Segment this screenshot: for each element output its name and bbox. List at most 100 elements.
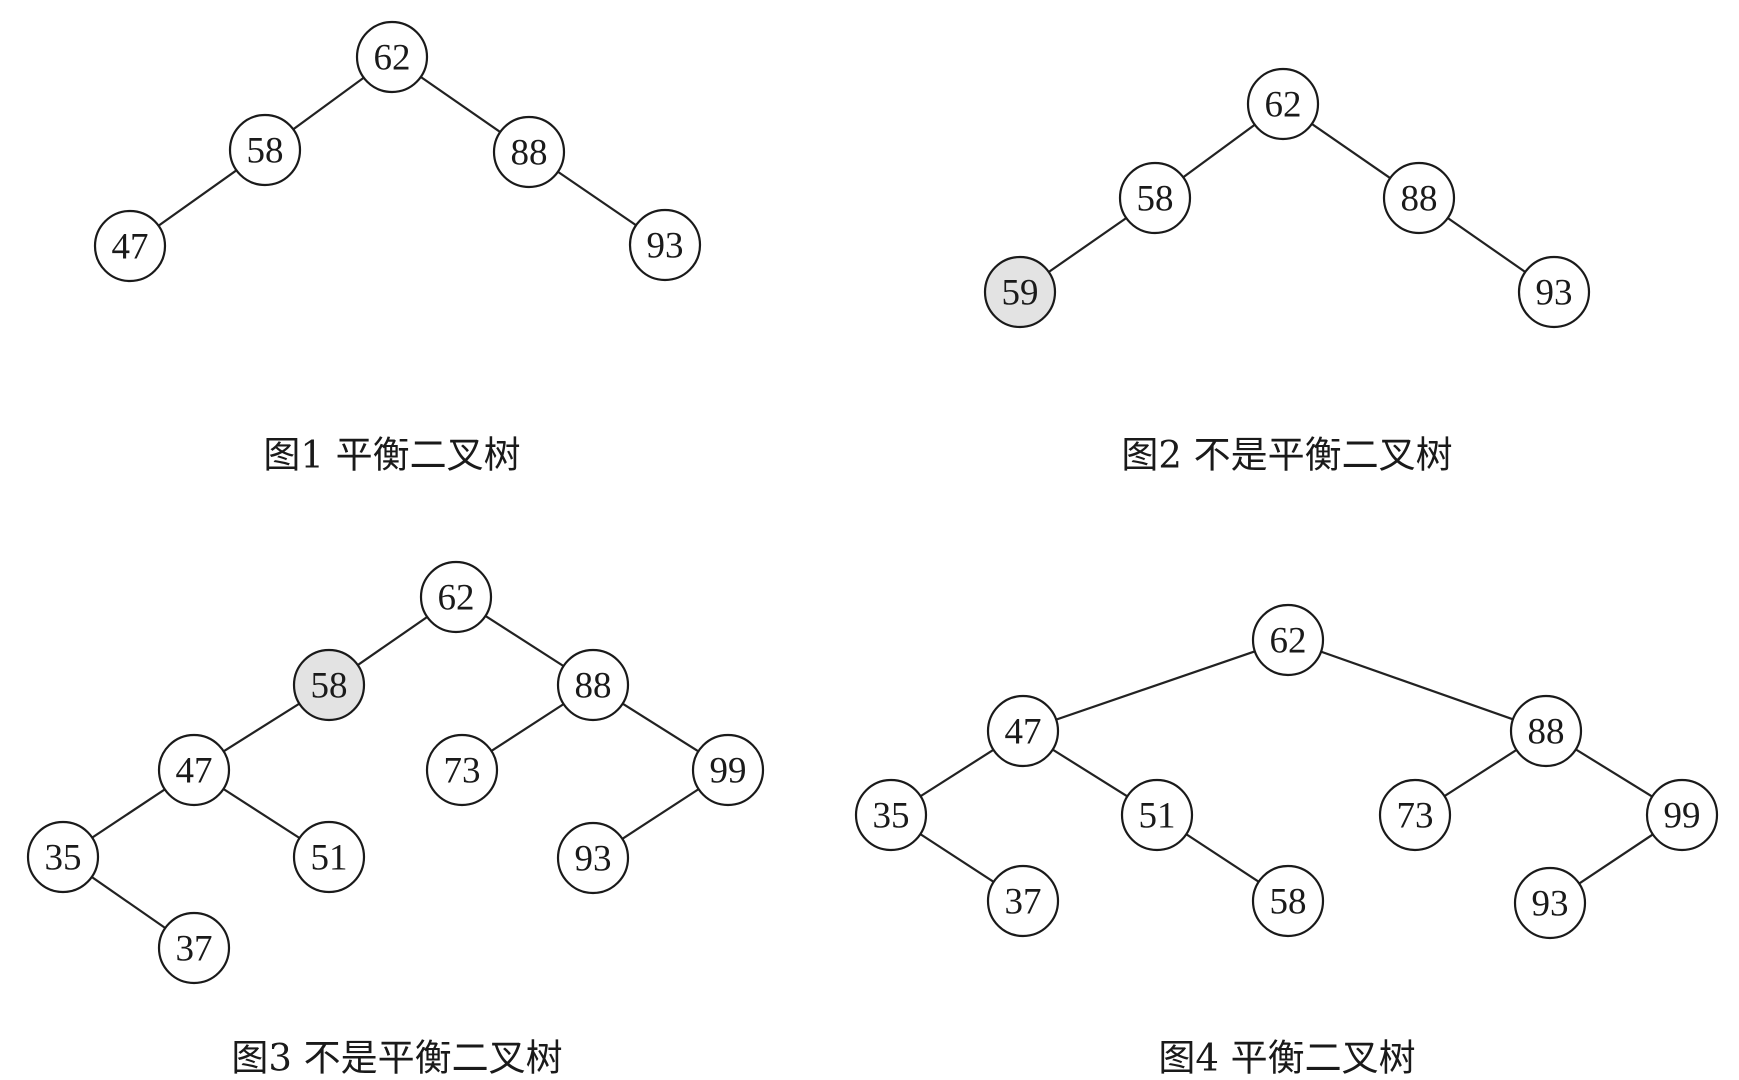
figure-caption: 图2 不是平衡二叉树 [1121, 434, 1452, 477]
node-circle [425, 733, 499, 807]
node-label: 73 [1397, 796, 1434, 837]
tree-node: 51 [292, 820, 366, 894]
tree-node: 47 [93, 209, 167, 283]
tree-node: 62 [1251, 603, 1325, 677]
tree-edge [1022, 638, 1289, 733]
tree-node: 93 [556, 821, 630, 895]
node-label: 99 [1664, 796, 1701, 837]
tree-node: 88 [1509, 694, 1583, 768]
node-circle [1517, 255, 1591, 329]
tree-node: 62 [419, 560, 493, 634]
tree-node: 35 [26, 820, 100, 894]
node-label: 51 [1139, 796, 1176, 837]
node-label: 47 [112, 227, 149, 268]
tree-node: 73 [425, 733, 499, 807]
node-label: 88 [1528, 712, 1565, 753]
node-circle [1118, 161, 1192, 235]
tree-node: 51 [1120, 778, 1194, 852]
tree-node: 58 [1251, 864, 1325, 938]
tree-node: 59 [983, 255, 1057, 329]
tree-node: 73 [1378, 778, 1452, 852]
node-label: 58 [311, 666, 348, 707]
node-label: 35 [45, 838, 82, 879]
node-label: 35 [873, 796, 910, 837]
highlighted-node-circle [983, 255, 1057, 329]
node-label: 88 [1401, 179, 1438, 220]
tree-node: 88 [556, 648, 630, 722]
node-circle [1251, 603, 1325, 677]
tree-node: 99 [691, 733, 765, 807]
figure-2: 62 58 88 59 93 图2 不是平衡二叉树 [983, 67, 1591, 477]
node-label: 51 [311, 838, 348, 879]
node-label: 93 [575, 839, 612, 880]
tree-node: 88 [1382, 161, 1456, 235]
node-circle [419, 560, 493, 634]
figure-caption: 图4 平衡二叉树 [1158, 1037, 1415, 1080]
node-circle [854, 778, 928, 852]
tree-node: 88 [492, 115, 566, 189]
node-label: 62 [438, 578, 475, 619]
node-label: 93 [1536, 273, 1573, 314]
node-circle [556, 821, 630, 895]
node-label: 62 [1270, 621, 1307, 662]
tree-edge [1287, 638, 1547, 733]
tree-node: 93 [1513, 866, 1587, 940]
node-label: 58 [247, 131, 284, 172]
node-label: 58 [1270, 882, 1307, 923]
node-circle [1382, 161, 1456, 235]
tree-node: 62 [1246, 67, 1320, 141]
tree-node: 58 [292, 648, 366, 722]
node-label: 88 [575, 666, 612, 707]
node-circle [691, 733, 765, 807]
node-label: 62 [1265, 85, 1302, 126]
node-circle [157, 911, 231, 985]
node-label: 88 [511, 133, 548, 174]
node-circle [986, 864, 1060, 938]
figure-4: 62 47 88 35 51 73 99 37 58 93 图4 平衡二叉树 [854, 603, 1719, 1080]
node-circle [26, 820, 100, 894]
node-circle [292, 820, 366, 894]
figure-3: 62 58 88 47 73 99 35 51 93 37 图3 不是平衡二叉树 [26, 560, 765, 1080]
tree-node: 58 [1118, 161, 1192, 235]
tree-node: 47 [157, 733, 231, 807]
node-circle [986, 694, 1060, 768]
node-label: 37 [1005, 882, 1042, 923]
node-label: 73 [444, 751, 481, 792]
node-circle [1645, 778, 1719, 852]
tree-node: 99 [1645, 778, 1719, 852]
node-label: 58 [1137, 179, 1174, 220]
node-label: 37 [176, 929, 213, 970]
highlighted-node-circle [292, 648, 366, 722]
tree-node: 35 [854, 778, 928, 852]
node-label: 93 [647, 226, 684, 267]
figure-1: 62 58 88 47 93 图1 平衡二叉树 [93, 20, 702, 477]
tree-node: 37 [986, 864, 1060, 938]
node-circle [1513, 866, 1587, 940]
node-circle [93, 209, 167, 283]
node-circle [492, 115, 566, 189]
tree-node: 37 [157, 911, 231, 985]
tree-node: 62 [355, 20, 429, 94]
node-label: 62 [374, 38, 411, 79]
node-label: 59 [1002, 273, 1039, 314]
tree-node: 93 [1517, 255, 1591, 329]
node-circle [157, 733, 231, 807]
node-circle [1509, 694, 1583, 768]
node-label: 47 [1005, 712, 1042, 753]
node-circle [228, 113, 302, 187]
node-label: 93 [1532, 884, 1569, 925]
node-circle [1251, 864, 1325, 938]
tree-node: 93 [628, 208, 702, 282]
node-circle [1120, 778, 1194, 852]
node-label: 99 [710, 751, 747, 792]
node-circle [355, 20, 429, 94]
node-circle [1246, 67, 1320, 141]
figure-caption: 图3 不是平衡二叉树 [231, 1037, 562, 1080]
node-circle [1378, 778, 1452, 852]
figure-caption: 图1 平衡二叉树 [263, 434, 520, 477]
tree-node: 58 [228, 113, 302, 187]
node-label: 47 [176, 751, 213, 792]
tree-node: 47 [986, 694, 1060, 768]
node-circle [628, 208, 702, 282]
